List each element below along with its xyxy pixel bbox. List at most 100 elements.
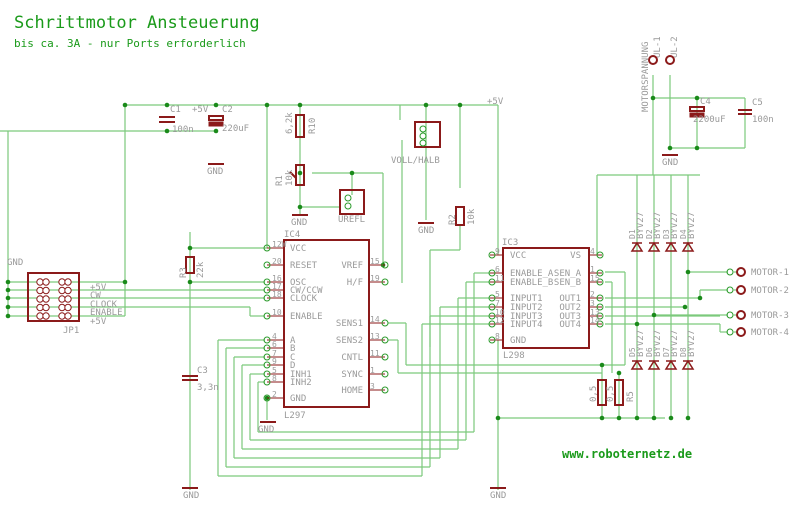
pin-name: ENABLE_B (510, 278, 553, 288)
pin-name: GND (290, 394, 306, 404)
capacitor-c1: C1 100n (159, 105, 194, 135)
pin-pad (488, 312, 496, 320)
svg-text:GND: GND (291, 218, 307, 228)
vcc-label: +5V (487, 97, 504, 107)
junction-dot (164, 102, 170, 108)
header-pin (36, 278, 44, 286)
pin-name: SEN_A (554, 269, 582, 279)
connector-jp1[interactable]: GND +5V CW CLOCK ENABLE +5V JP1 (7, 258, 123, 336)
pin-pad (263, 312, 271, 320)
svg-text:GND: GND (418, 226, 434, 236)
junction-dot (213, 102, 219, 108)
junction-dot (667, 145, 673, 151)
header-pin (42, 295, 50, 303)
pin-number: 5 (272, 366, 277, 375)
pin-pad (596, 303, 604, 311)
pin-number: 6 (272, 340, 277, 349)
resistor-r3: R3 22k (179, 256, 206, 278)
pin-number: 4 (590, 247, 595, 256)
svg-text:BYV27: BYV27 (653, 212, 663, 239)
header-pin (58, 312, 66, 320)
motor-terminal-3[interactable]: MOTOR-3 (726, 310, 789, 321)
pin-name: SEN_B (554, 278, 581, 288)
pin-pad (596, 312, 604, 320)
junction-dot (213, 128, 219, 134)
svg-text:BYV27: BYV27 (653, 330, 663, 357)
pin-number: 13 (370, 332, 380, 341)
resistor-r10: 6,2k R10 (285, 112, 318, 138)
header-pin (58, 295, 66, 303)
wires (0, 75, 746, 490)
pin-number: 10 (495, 308, 505, 317)
motor-terminal-4[interactable]: MOTOR-4 (726, 327, 789, 338)
svg-text:VOLL/HALB: VOLL/HALB (391, 156, 440, 166)
svg-text:100n: 100n (172, 125, 194, 135)
svg-text:+5V: +5V (192, 105, 209, 115)
pin-pad (263, 294, 271, 302)
header-pin (58, 278, 66, 286)
pin-number: 10 (272, 308, 282, 317)
pin-number: 12W (272, 240, 287, 249)
pin-name: ENABLE (290, 312, 323, 322)
junction-dot (616, 415, 622, 421)
pin-pad (263, 244, 271, 252)
pin-name: SENS2 (336, 336, 363, 346)
svg-text:MOTOR-4: MOTOR-4 (751, 328, 789, 338)
svg-text:IC4: IC4 (284, 230, 300, 240)
junction-dot (164, 128, 170, 134)
junction-dot (668, 415, 674, 421)
svg-text:D2: D2 (645, 229, 654, 239)
svg-text:D3: D3 (662, 229, 671, 239)
svg-text:6,2k: 6,2k (285, 112, 295, 134)
pin-name: INPUT2 (510, 303, 543, 313)
pin-pad (488, 269, 496, 277)
jumper-voll-halb[interactable]: VOLL/HALB GND (391, 121, 441, 236)
pin-name: INH1 (290, 370, 312, 380)
junction-dot (5, 295, 11, 301)
pin-pad (488, 320, 496, 328)
svg-text:UL-1: UL-1 (653, 36, 663, 58)
motor-terminal-1[interactable]: MOTOR-1 (726, 267, 789, 278)
motor-terminal-2[interactable]: MOTOR-2 (726, 285, 789, 296)
jumper-urefl[interactable]: UREFL (338, 189, 365, 225)
svg-text:D4: D4 (679, 229, 688, 239)
pin-name: A (290, 336, 296, 346)
svg-text:C5: C5 (752, 98, 763, 108)
pin-number: 12 (495, 316, 505, 325)
pin-number: 13 (590, 308, 600, 317)
website-link[interactable]: www.roboternetz.de (562, 447, 692, 461)
svg-text:GND: GND (7, 258, 23, 268)
svg-text:C3: C3 (197, 366, 208, 376)
svg-text:100n: 100n (752, 115, 774, 125)
junction-dot (650, 95, 656, 101)
junction-dot (122, 279, 128, 285)
pin-name: RESET (290, 261, 318, 271)
pin-number: 7 (495, 299, 500, 308)
pin-number: 16 (272, 274, 282, 283)
pin-number: 2 (272, 390, 277, 399)
svg-text:ENABLE: ENABLE (90, 308, 123, 318)
svg-text:22k: 22k (196, 261, 206, 278)
header-pin (64, 303, 72, 312)
header-pin (64, 295, 72, 303)
ul2-terminal[interactable] (665, 55, 675, 65)
pin-pad (381, 386, 389, 394)
ul1-terminal[interactable] (648, 55, 658, 65)
header-pin (36, 295, 44, 303)
svg-text:L298: L298 (503, 351, 525, 361)
svg-text:R5: R5 (626, 391, 636, 402)
junctions (5, 95, 703, 421)
svg-text:10k: 10k (285, 169, 295, 186)
pin-number: 6 (495, 265, 500, 274)
junction-dot (634, 415, 640, 421)
svg-text:D7: D7 (662, 347, 671, 357)
svg-text:CW: CW (90, 291, 101, 301)
header-pin (64, 312, 72, 320)
